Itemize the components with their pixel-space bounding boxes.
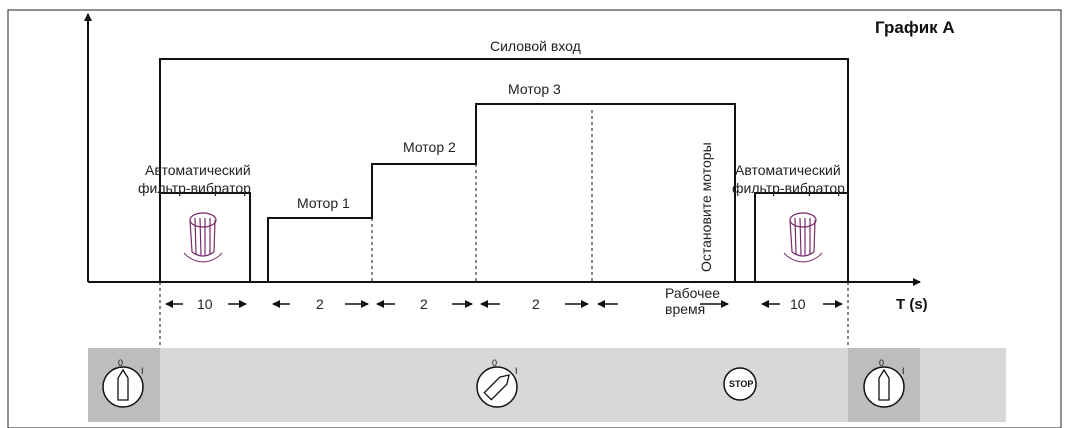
switch-middle-on-label: I [515, 366, 518, 376]
interval-filter-right: 10 [790, 296, 806, 312]
switch-left-off-label: 0 [118, 358, 123, 368]
filter-vibrator-icon-right [783, 212, 823, 263]
interval-motor1: 2 [316, 296, 324, 312]
x-axis-label: T (s) [896, 296, 928, 313]
motor-staircase-signal [250, 103, 736, 283]
switch-middle-off-label: 0 [492, 358, 497, 368]
auto-filter-right-line2: фильтр-вибратор [732, 180, 845, 196]
switch-right[interactable] [863, 366, 905, 408]
interval-filter-left: 10 [197, 296, 213, 312]
auto-filter-left-line1: Автоматический [145, 162, 251, 178]
interval-motor3: 2 [532, 296, 540, 312]
power-input-label: Силовой вход [490, 38, 581, 54]
interval-work-time-line1: Рабочее [665, 285, 720, 301]
power-input-signal [159, 58, 849, 282]
switch-left[interactable] [102, 366, 144, 408]
switch-right-off-label: 0 [879, 358, 884, 368]
stop-motors-label: Остановите моторы [698, 142, 714, 272]
switch-right-on-label: I [902, 366, 905, 376]
graph-title: График А [875, 18, 955, 37]
switch-left-on-label: I [141, 366, 144, 376]
motor1-label: Мотор 1 [297, 195, 350, 211]
filter-vibrator-icon-left [183, 212, 223, 263]
filter-left-pulse [159, 192, 251, 282]
filter-right-pulse [735, 192, 848, 283]
motor2-label: Мотор 2 [403, 139, 456, 155]
motor3-label: Мотор 3 [508, 81, 561, 97]
interval-motor2: 2 [420, 296, 428, 312]
stop-button-label: STOP [729, 379, 753, 389]
auto-filter-right-line1: Автоматический [735, 162, 841, 178]
interval-work-time-line2: время [665, 301, 705, 317]
stop-button[interactable] [723, 367, 757, 401]
auto-filter-left-line2: фильтр-вибратор [138, 180, 251, 196]
diagram-frame [7, 9, 1062, 428]
switch-middle[interactable] [476, 366, 518, 408]
